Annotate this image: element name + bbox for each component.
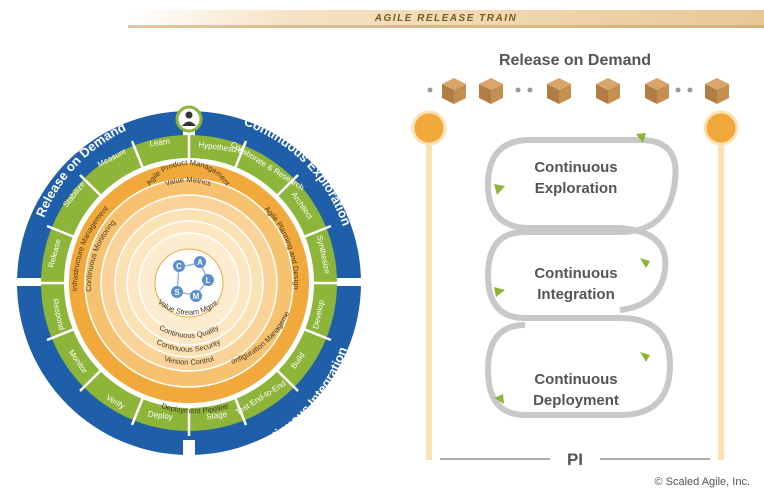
release-dots [427, 87, 693, 93]
copyright: © Scaled Agile, Inc. [654, 476, 750, 488]
box-icon [547, 78, 571, 104]
calms-a: A [197, 258, 203, 267]
box-icon [645, 78, 669, 104]
box-icon [596, 78, 620, 104]
pipeline-loop [484, 137, 679, 418]
pipeline-diagram: Release on Demand [411, 52, 739, 469]
flow-arrows [494, 133, 650, 404]
calms-c: C [176, 262, 182, 271]
banner: AGILE RELEASE TRAIN [128, 8, 764, 30]
ring-value-metrics: Value Metrics [164, 175, 213, 188]
release-boxes [442, 78, 729, 104]
banner-stripe [128, 10, 764, 28]
right-post [703, 110, 739, 460]
pipeline-title: Release on Demand [499, 52, 651, 69]
step-deploy: Deploy [147, 409, 173, 421]
step-stage: Stage [206, 410, 229, 422]
step-learn: Learn [149, 137, 171, 149]
pi-label: PI [567, 450, 583, 469]
calms-l: L [206, 276, 211, 285]
banner-title: AGILE RELEASE TRAIN [374, 13, 518, 24]
devops-wheel: Release on Demand Continuous Exploration… [0, 0, 364, 460]
calms-hub: C A L M S [171, 256, 214, 302]
calms-m: M [193, 292, 200, 301]
left-post [411, 110, 447, 460]
calms-s: S [174, 288, 180, 297]
ring-version-control: Version Control [163, 354, 215, 367]
box-icon [479, 78, 503, 104]
person-icon [175, 105, 203, 133]
box-icon [442, 78, 466, 104]
box-icon [705, 78, 729, 104]
pi-bar: PI [440, 450, 710, 469]
